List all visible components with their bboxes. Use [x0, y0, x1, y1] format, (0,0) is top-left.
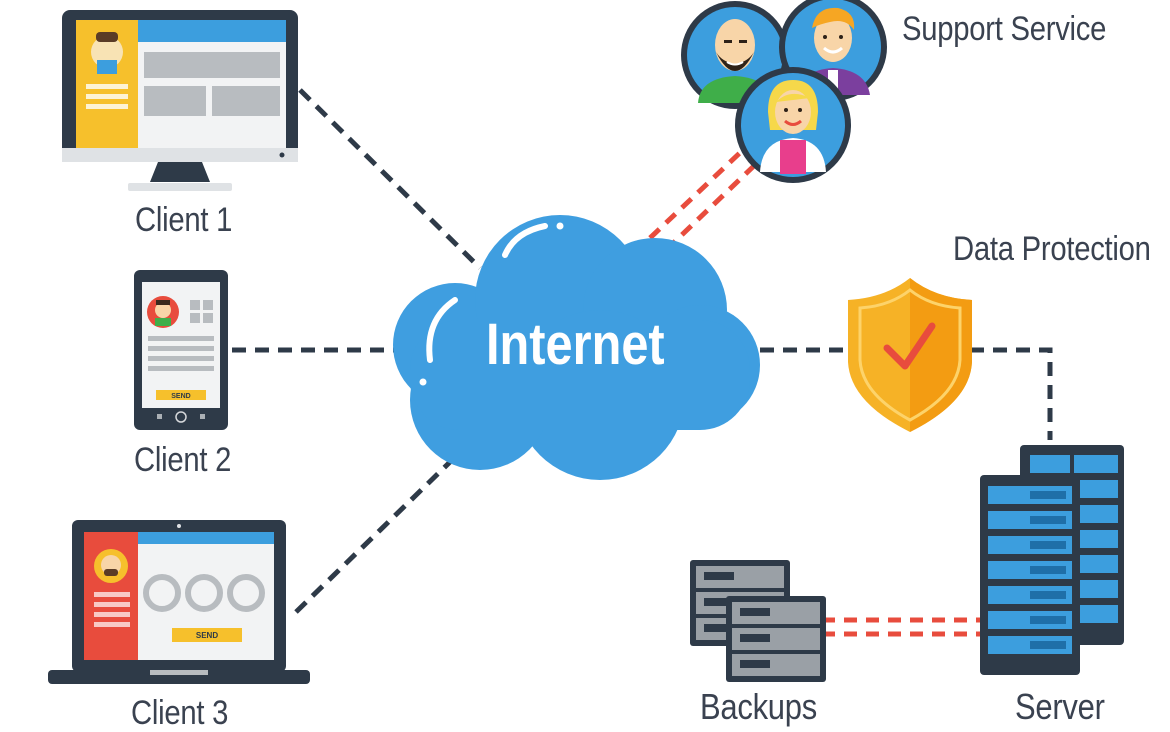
client3-label: Client 3 [131, 694, 229, 732]
server-rack-icon [980, 445, 1124, 675]
shield-check-icon [848, 278, 972, 432]
cloud-icon [393, 215, 760, 480]
internet-label: Internet [486, 312, 665, 377]
laptop-icon: SEND [48, 520, 310, 684]
support-service-label: Support Service [902, 10, 1107, 48]
people-avatars-icon [681, 0, 887, 183]
server-label: Server [1015, 686, 1105, 727]
client2-label: Client 2 [134, 441, 232, 479]
phone-send-label: SEND [171, 393, 190, 400]
phone-send-button [156, 390, 206, 400]
server-rack-front [980, 475, 1080, 675]
client1-label: Client 1 [135, 201, 233, 239]
phone-icon: SEND [134, 270, 228, 430]
laptop-send-button [172, 628, 242, 642]
link-client3-internet [294, 460, 452, 614]
link-client1-internet [298, 88, 482, 270]
connection-lines [232, 88, 1053, 637]
laptop-send-label: SEND [196, 631, 218, 640]
backup-drive-front [726, 596, 826, 682]
link-support-internet-a [648, 146, 747, 240]
backups-label: Backups [700, 686, 817, 727]
link-shield-server [970, 347, 1053, 440]
data-protection-label: Data Protection [953, 230, 1151, 268]
link-support-internet-b [664, 161, 759, 252]
avatar-blonde-woman [735, 67, 851, 183]
backup-drives-icon [690, 560, 826, 682]
monitor-icon [62, 10, 298, 191]
